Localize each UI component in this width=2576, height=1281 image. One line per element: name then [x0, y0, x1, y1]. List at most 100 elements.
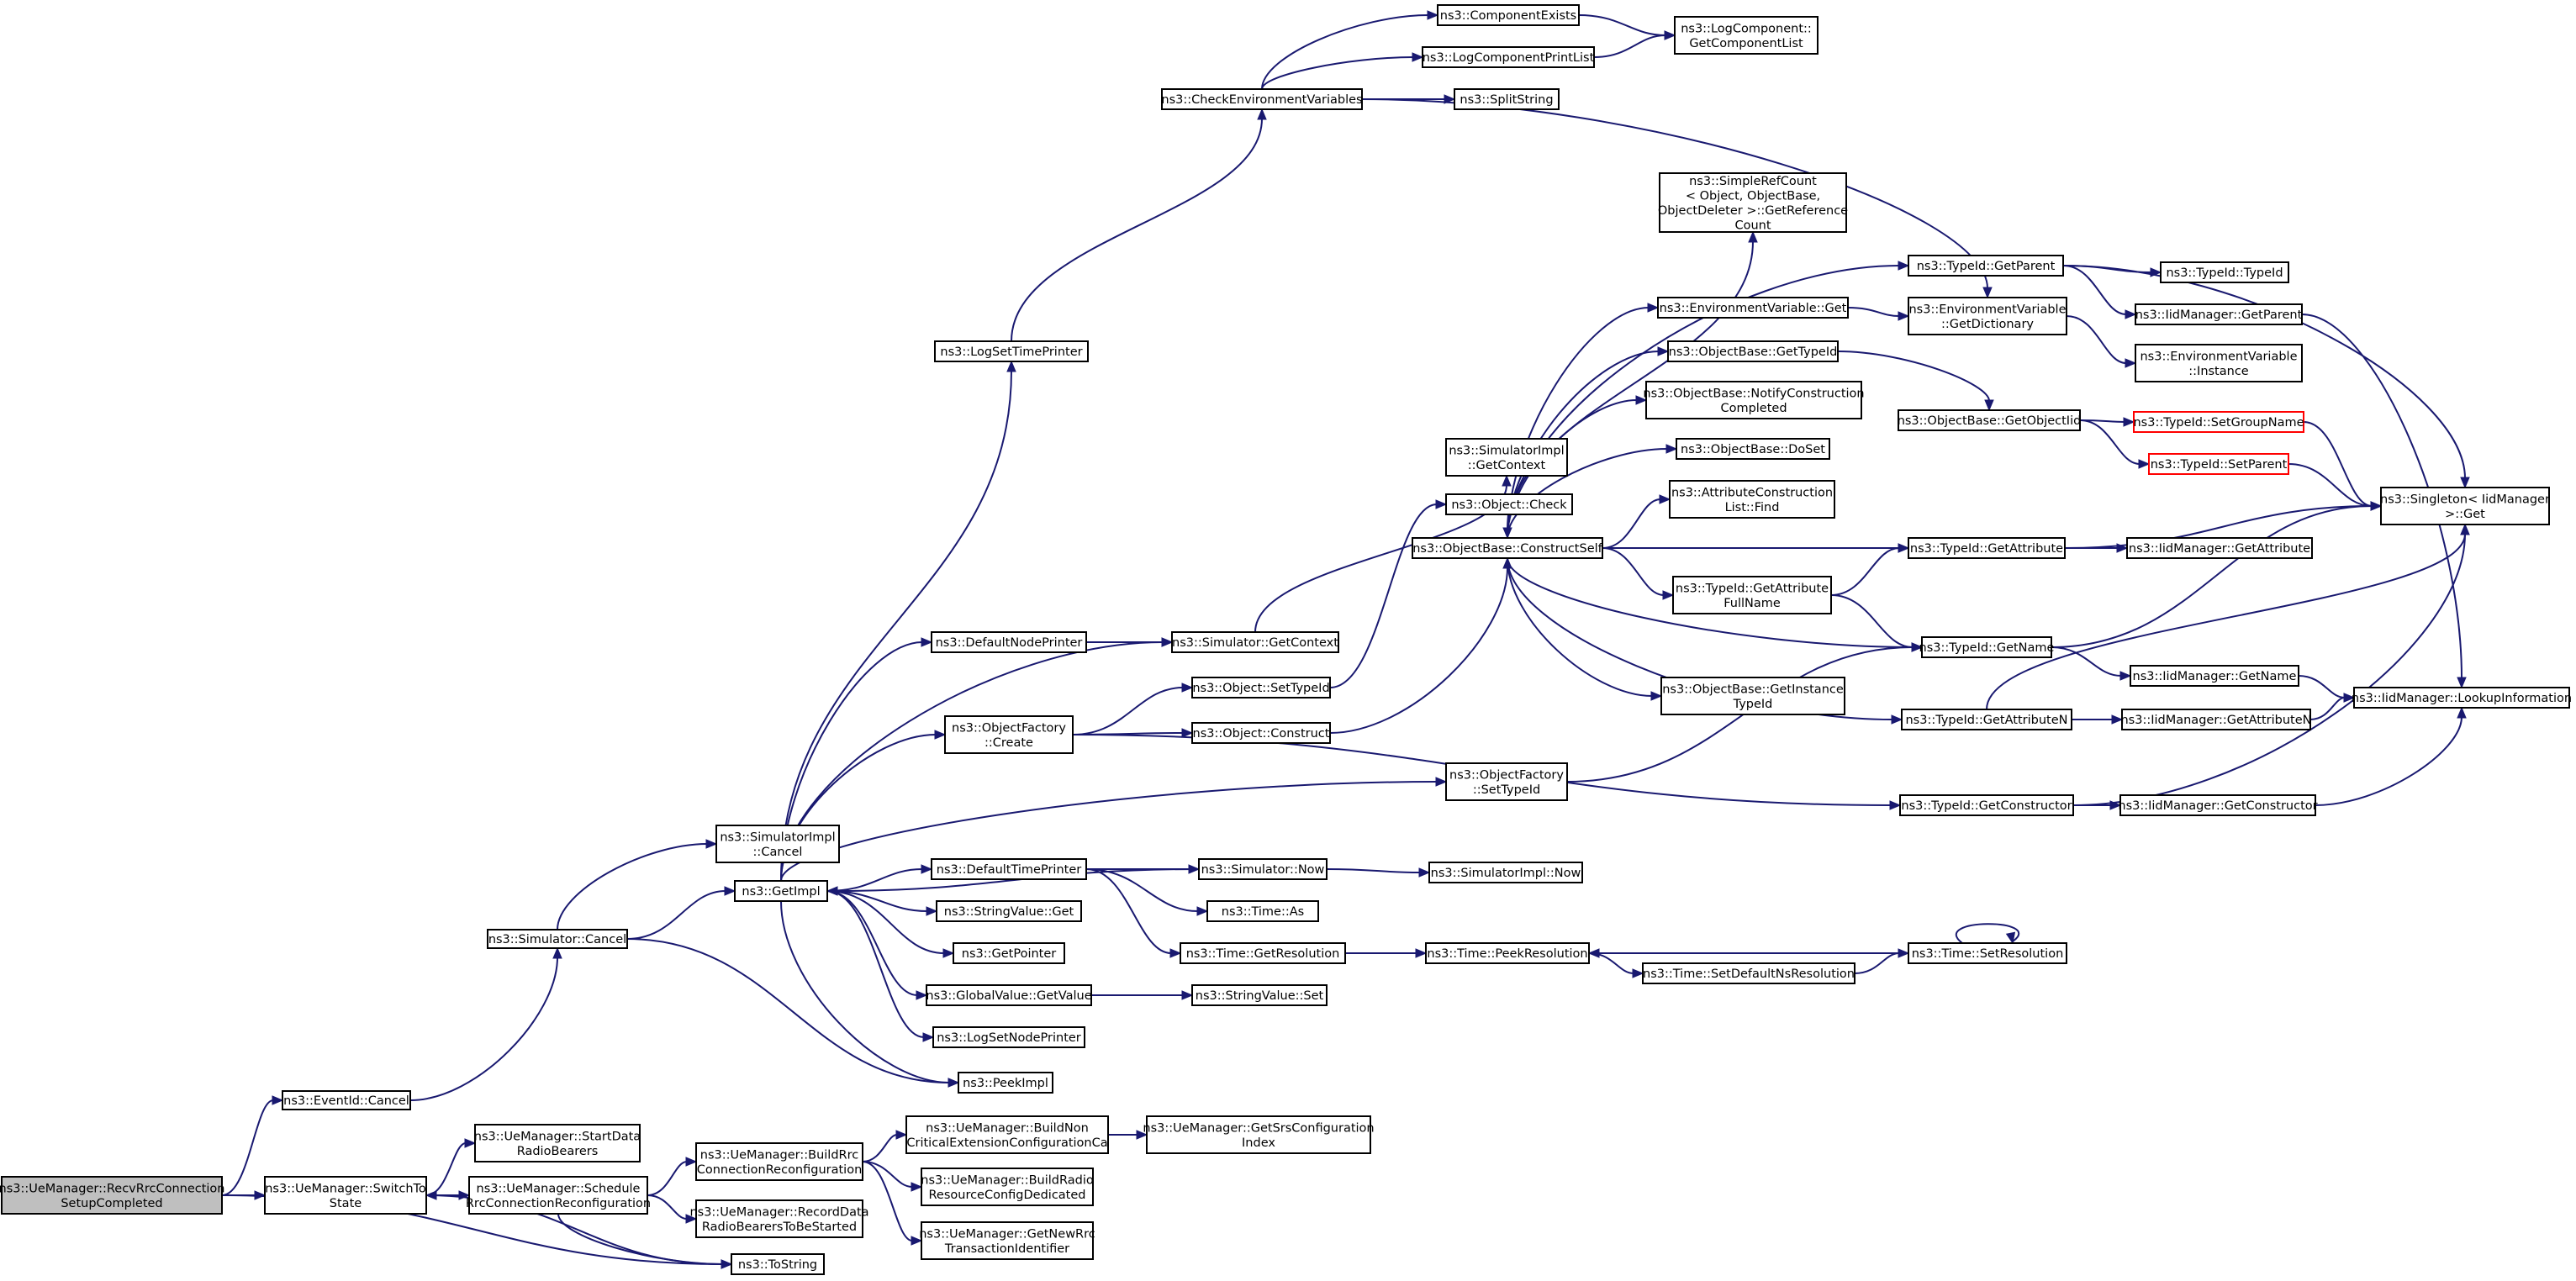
node-label-line: < Object, ObjectBase,: [1686, 189, 1820, 203]
edge-buildrrc-to-getnewrrc-arrowhead: [911, 1236, 923, 1246]
node-box: [264, 1176, 427, 1215]
node-root[interactable]: ns3::UeManager::RecvRrcConnectionSetupCo…: [0, 1176, 224, 1215]
node-box: [953, 942, 1065, 964]
node-iid-getconstructor[interactable]: ns3::IidManager::GetConstructor: [2118, 794, 2318, 816]
node-typeid-setparent[interactable]: ns3::TypeId::SetParent: [2148, 453, 2289, 475]
node-objbase-constructself[interactable]: ns3::ObjectBase::ConstructSelf: [1412, 537, 1603, 559]
node-label-line: ns3::TypeId::SetGroupName: [2133, 416, 2304, 430]
node-label-line: Completed: [1720, 402, 1787, 415]
node-label-line: ns3::IidManager::GetAttribute: [2129, 542, 2310, 556]
node-box: [1921, 636, 2052, 658]
edge-defaulttimeprinter-to-time_as: [1085, 868, 1199, 912]
node-object-check[interactable]: ns3::Object::Check: [1445, 493, 1573, 515]
node-label-line: ConnectionReconfiguration: [697, 1163, 863, 1177]
node-typeid-typeid[interactable]: ns3::TypeId::TypeId: [2160, 261, 2289, 283]
node-objbase-notify[interactable]: ns3::ObjectBase::NotifyConstructionCompl…: [1643, 381, 1865, 419]
node-logcompprintlist[interactable]: ns3::LogComponentPrintList: [1422, 46, 1595, 68]
node-getcomplist[interactable]: ns3::LogComponent::GetComponentList: [1674, 16, 1819, 55]
node-getpointer[interactable]: ns3::GetPointer: [953, 942, 1065, 964]
node-objbase-doset[interactable]: ns3::ObjectBase::DoSet: [1676, 438, 1830, 460]
node-simplerefcount[interactable]: ns3::SimpleRefCount< Object, ObjectBase,…: [1658, 172, 1848, 233]
node-logsetnodeprinter[interactable]: ns3::LogSetNodePrinter: [932, 1026, 1085, 1048]
node-iid-getname[interactable]: ns3::IidManager::GetName: [2130, 665, 2299, 687]
node-label-line: ns3::GetImpl: [742, 885, 820, 899]
node-stringvalue-get[interactable]: ns3::StringValue::Get: [936, 900, 1082, 922]
edge-objbase_constructself-to-typeid_getattrfullname-arrowhead: [1662, 590, 1675, 600]
node-objfactory-create[interactable]: ns3::ObjectFactory::Create: [944, 715, 1074, 754]
node-simimpl-getcontext[interactable]: ns3::SimulatorImpl::GetContext: [1445, 438, 1568, 477]
node-singleton-get[interactable]: ns3::Singleton< IidManager>::Get: [2380, 487, 2550, 525]
node-object-settypeid[interactable]: ns3::Object::SetTypeId: [1191, 677, 1331, 698]
node-tostring[interactable]: ns3::ToString: [731, 1253, 825, 1275]
edge-typeid_getparent-to-iid_getparent: [2062, 265, 2127, 315]
node-label-line: ResourceConfigDedicated: [928, 1189, 1085, 1202]
node-objbase-getobjectiid[interactable]: ns3::ObjectBase::GetObjectIid: [1898, 409, 2082, 431]
node-sim-cancel[interactable]: ns3::Simulator::Cancel: [487, 929, 628, 949]
node-envvar-get[interactable]: ns3::EnvironmentVariable::Get: [1657, 297, 1849, 319]
node-typeid-getparent[interactable]: ns3::TypeId::GetParent: [1908, 255, 2064, 277]
node-typeid-getattributen[interactable]: ns3::TypeId::GetAttributeN: [1901, 709, 2072, 730]
node-typeid-getname[interactable]: ns3::TypeId::GetName: [1919, 636, 2055, 658]
node-label-line: ObjectDeleter >::GetReference: [1658, 204, 1848, 218]
node-schedule[interactable]: ns3::UeManager::ScheduleRrcConnectionRec…: [466, 1176, 651, 1215]
node-time-setresolution[interactable]: ns3::Time::SetResolution: [1908, 942, 2067, 964]
edge-schedule-to-recordradio: [647, 1194, 688, 1220]
node-buildrrc[interactable]: ns3::UeManager::BuildRrcConnectionReconf…: [695, 1142, 863, 1181]
node-object-construct[interactable]: ns3::Object::Construct: [1191, 722, 1331, 744]
node-peekimpl[interactable]: ns3::PeekImpl: [958, 1072, 1053, 1094]
node-eventid-cancel[interactable]: ns3::EventId::Cancel: [282, 1090, 411, 1110]
node-buildradio[interactable]: ns3::UeManager::BuildRadioResourceConfig…: [921, 1168, 1094, 1206]
node-getimpl[interactable]: ns3::GetImpl: [734, 880, 828, 902]
node-iid-getparent[interactable]: ns3::IidManager::GetParent: [2135, 303, 2303, 325]
node-recordradio[interactable]: ns3::UeManager::RecordDataRadioBearersTo…: [689, 1199, 869, 1238]
node-objfactory-settypeid[interactable]: ns3::ObjectFactory::SetTypeId: [1445, 762, 1568, 801]
node-box: [934, 340, 1089, 362]
node-stringvalue-set[interactable]: ns3::StringValue::Set: [1191, 984, 1328, 1006]
node-checkenv[interactable]: ns3::CheckEnvironmentVariables: [1161, 88, 1363, 110]
node-time-peekresolution[interactable]: ns3::Time::PeekResolution: [1425, 942, 1590, 964]
node-simimpl-cancel[interactable]: ns3::SimulatorImpl::Cancel: [715, 825, 840, 863]
node-componentexists[interactable]: ns3::ComponentExists: [1437, 4, 1580, 26]
node-typeid-setgroupname[interactable]: ns3::TypeId::SetGroupName: [2133, 411, 2304, 433]
node-defaulttimeprinter[interactable]: ns3::DefaultTimePrinter: [931, 858, 1087, 880]
node-simimpl-now[interactable]: ns3::SimulatorImpl::Now: [1428, 862, 1583, 883]
edge-getimpl-to-globalvalue_getvalue-arrowhead: [916, 990, 928, 1000]
node-envvar-getdict[interactable]: ns3::EnvironmentVariable::GetDictionary: [1908, 297, 2067, 335]
node-iid-getattribute[interactable]: ns3::IidManager::GetAttribute: [2126, 537, 2313, 559]
node-label-line: ns3::Time::PeekResolution: [1427, 947, 1587, 961]
node-logsettimeprinter[interactable]: ns3::LogSetTimePrinter: [934, 340, 1089, 362]
node-time-setdefaultns[interactable]: ns3::Time::SetDefaultNsResolution: [1642, 962, 1855, 984]
node-typeid-getattribute[interactable]: ns3::TypeId::GetAttribute: [1908, 537, 2066, 559]
node-box: [1657, 297, 1849, 319]
node-iid-getattributen[interactable]: ns3::IidManager::GetAttributeN: [2120, 709, 2312, 730]
node-defaultnodeprinter[interactable]: ns3::DefaultNodePrinter: [931, 631, 1087, 653]
node-sim-getcontext[interactable]: ns3::Simulator::GetContext: [1171, 631, 1339, 653]
edge-time_setresolution-to-time_setresolution-arrowhead: [2005, 931, 2016, 945]
node-label-line: ns3::IidManager::LookupInformation: [2352, 692, 2572, 705]
node-box: [1180, 942, 1346, 964]
edge-componentexists-to-getcomplist: [1578, 14, 1666, 36]
node-objbase-gettypeid[interactable]: ns3::ObjectBase::GetTypeId: [1667, 340, 1839, 362]
node-iid-lookupinfo[interactable]: ns3::IidManager::LookupInformation: [2352, 687, 2572, 709]
edge-getimpl-to-defaultnodeprinter-arrowhead: [921, 637, 933, 647]
edge-switchto-to-startdata: [425, 1142, 467, 1196]
node-time-as[interactable]: ns3::Time::As: [1206, 900, 1319, 922]
node-splitstring[interactable]: ns3::SplitString: [1454, 88, 1560, 110]
node-typeid-getconstructor[interactable]: ns3::TypeId::GetConstructor: [1899, 794, 2074, 816]
node-label-line: >::Get: [2445, 508, 2485, 521]
node-envvar-instance[interactable]: ns3::EnvironmentVariable::Instance: [2135, 344, 2303, 382]
edge-typeid_getname-to-singleton_get: [2051, 505, 2373, 648]
edge-objbase_constructself-to-typeid_getattrfullname: [1602, 547, 1665, 596]
node-label-line: ns3::TypeId::GetAttribute: [1676, 582, 1829, 595]
node-time-getresolution[interactable]: ns3::Time::GetResolution: [1180, 942, 1346, 964]
node-globalvalue-getvalue[interactable]: ns3::GlobalValue::GetValue: [926, 984, 1092, 1006]
node-getnewrrc[interactable]: ns3::UeManager::GetNewRrcTransactionIden…: [919, 1221, 1095, 1260]
node-sim-now[interactable]: ns3::Simulator::Now: [1198, 858, 1328, 880]
node-buildnon[interactable]: ns3::UeManager::BuildNonCriticalExtensio…: [905, 1115, 1109, 1154]
